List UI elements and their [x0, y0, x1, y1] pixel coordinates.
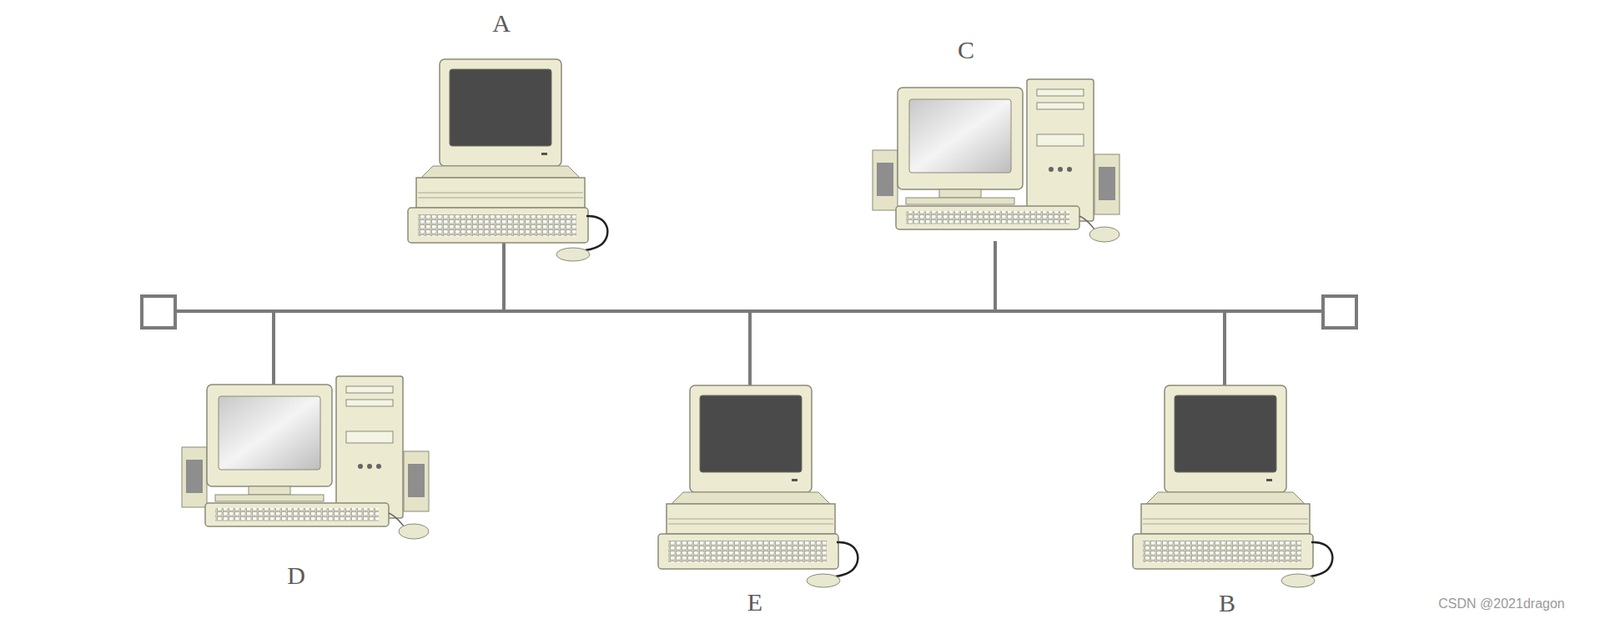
- computer-icon: [407, 59, 608, 262]
- watermark: CSDN @2021dragon: [1438, 597, 1565, 611]
- computer-icon: [1132, 385, 1333, 588]
- host-label: A: [492, 10, 511, 36]
- computer-icon: [658, 385, 858, 588]
- bus-cable: [141, 240, 1357, 387]
- terminator: [1323, 296, 1357, 328]
- host-label: C: [957, 37, 975, 63]
- host-label: B: [1218, 590, 1236, 616]
- host-label: D: [286, 563, 306, 589]
- terminator: [141, 296, 176, 328]
- host-label: E: [747, 589, 763, 615]
- computer-icon: [872, 79, 1120, 242]
- computer-icon: [181, 376, 429, 539]
